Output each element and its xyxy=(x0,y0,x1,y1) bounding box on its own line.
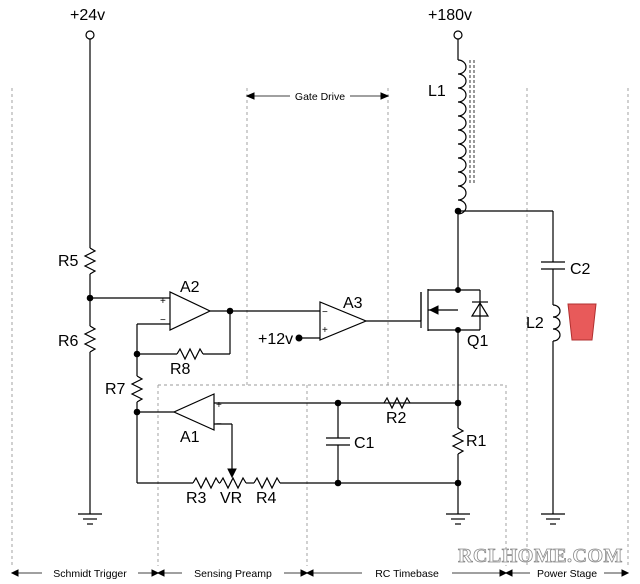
plus-180v-label: +180v xyxy=(428,7,472,24)
r4-label: R4 xyxy=(256,490,277,507)
vr-label: VR xyxy=(220,490,242,507)
inductor-l1: L1 xyxy=(428,59,475,215)
resistor-r1 xyxy=(451,427,465,455)
resistor-r8 xyxy=(176,347,204,361)
resistor-r3 xyxy=(192,476,220,490)
plus-180v-terminal xyxy=(453,30,463,40)
section-dividers xyxy=(11,88,629,566)
capacitor-c1: C1 xyxy=(326,403,375,483)
ground-symbol xyxy=(446,513,470,525)
section-labels: Schmidt Trigger Sensing Preamp RC Timeba… xyxy=(10,568,630,580)
opamp-a2: + − A2 xyxy=(160,279,212,331)
q1-label: Q1 xyxy=(467,333,488,350)
gate-drive-dimension: Gate Drive xyxy=(245,91,390,103)
resistor-r5 xyxy=(83,247,97,275)
opamp-a3: − + A3 xyxy=(319,295,368,341)
gate-drive-label: Gate Drive xyxy=(295,91,345,103)
inductor-l2: L2 xyxy=(526,304,561,342)
r8-label: R8 xyxy=(170,361,191,378)
rc-timebase-label: RC Timebase xyxy=(375,568,439,580)
r7-label: R7 xyxy=(105,381,126,398)
l1-label: L1 xyxy=(428,83,446,100)
plus-12v-label: +12v xyxy=(258,331,293,348)
svg-text:−: − xyxy=(322,307,328,318)
r3-label: R3 xyxy=(186,490,207,507)
resistor-r7 xyxy=(130,375,144,403)
sensing-preamp-label: Sensing Preamp xyxy=(194,568,272,580)
resistor-r6 xyxy=(83,325,97,353)
svg-text:+: + xyxy=(322,325,328,336)
svg-text:−: − xyxy=(160,315,166,326)
plus-24v-terminal xyxy=(85,30,95,40)
r5-label: R5 xyxy=(58,253,79,270)
ground-symbol xyxy=(541,513,565,525)
capacitor-c2: C2 xyxy=(541,261,591,278)
plus-24v-label: +24v xyxy=(70,7,105,24)
r6-label: R6 xyxy=(58,333,79,350)
c2-label: C2 xyxy=(570,261,591,278)
schmidt-trigger-divider: +24v R5 R6 xyxy=(58,7,105,525)
mosfet-q1: Q1 xyxy=(420,287,490,350)
ground-symbol xyxy=(78,513,102,525)
svg-text:+: + xyxy=(160,296,166,307)
potentiometer-vr xyxy=(219,476,247,490)
schmidt-trigger-label: Schmidt Trigger xyxy=(53,568,127,580)
a1-label: A1 xyxy=(180,429,200,446)
resistor-r4 xyxy=(253,476,281,490)
load-highlight xyxy=(567,303,597,341)
opamp-a1: + − A1 xyxy=(172,393,222,446)
a2-label: A2 xyxy=(180,279,200,296)
power-stage-label: Power Stage xyxy=(537,568,597,580)
r2-label: R2 xyxy=(386,410,407,427)
r1-label: R1 xyxy=(466,433,487,450)
watermark-text: RCLHOME.COM xyxy=(458,545,623,567)
a3-label: A3 xyxy=(343,295,363,312)
c1-label: C1 xyxy=(354,435,375,452)
resistor-r2 xyxy=(383,396,411,410)
svg-text:+: + xyxy=(216,400,222,411)
l2-label: L2 xyxy=(526,315,544,332)
